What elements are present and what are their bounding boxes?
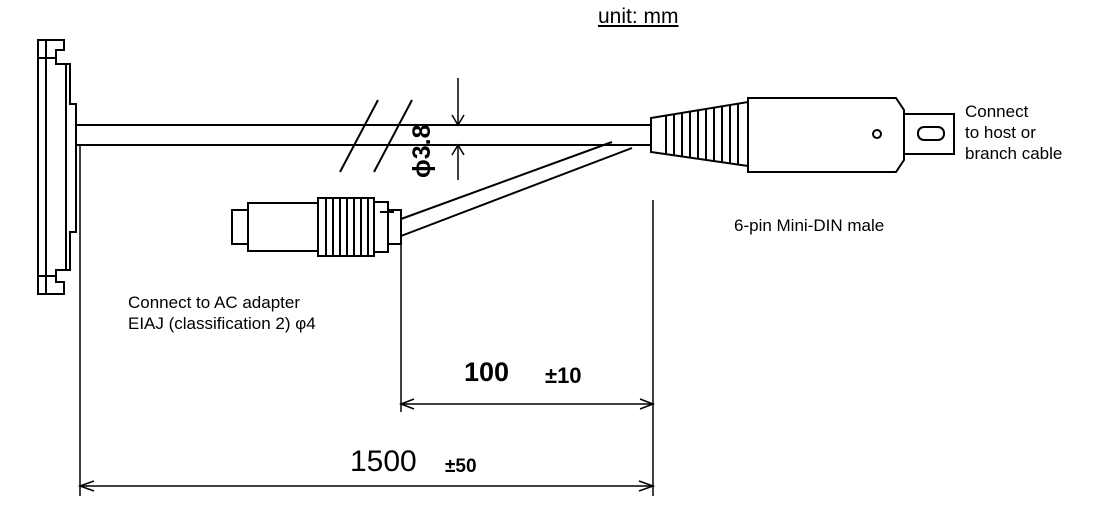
branch-length-value: 100 (464, 357, 510, 387)
host-label-line-3: branch cable (965, 144, 1063, 163)
ac-label-line-1: Connect to AC adapter (128, 293, 301, 312)
host-connection-label: Connect to host or branch cable (965, 101, 1062, 164)
host-label-line-2: to host or (965, 123, 1036, 142)
mini-din-connector (650, 97, 955, 173)
ac-label-line-2: EIAJ (classification 2) φ4 (128, 314, 316, 333)
dimension-100 (398, 200, 656, 496)
diameter-dimension (451, 78, 465, 180)
unit-label: unit: mm (598, 5, 679, 28)
ac-adapter-label: Connect to AC adapter EIAJ (classificati… (128, 292, 316, 334)
main-cable (76, 99, 651, 173)
dc-plug-connector (231, 197, 402, 257)
branch-length-tolerance: ±10 (545, 363, 582, 388)
mount-flange (37, 39, 77, 295)
cable-length-tolerance: ±50 (445, 456, 477, 477)
cable-length-value: 1500 (350, 445, 417, 478)
dimension-1500 (77, 145, 656, 496)
cable-diameter-label: ϕ3.8 (408, 124, 436, 179)
host-label-line-1: Connect (965, 102, 1029, 121)
branch-cable (400, 141, 633, 237)
connector-type-label: 6-pin Mini-DIN male (734, 216, 885, 235)
